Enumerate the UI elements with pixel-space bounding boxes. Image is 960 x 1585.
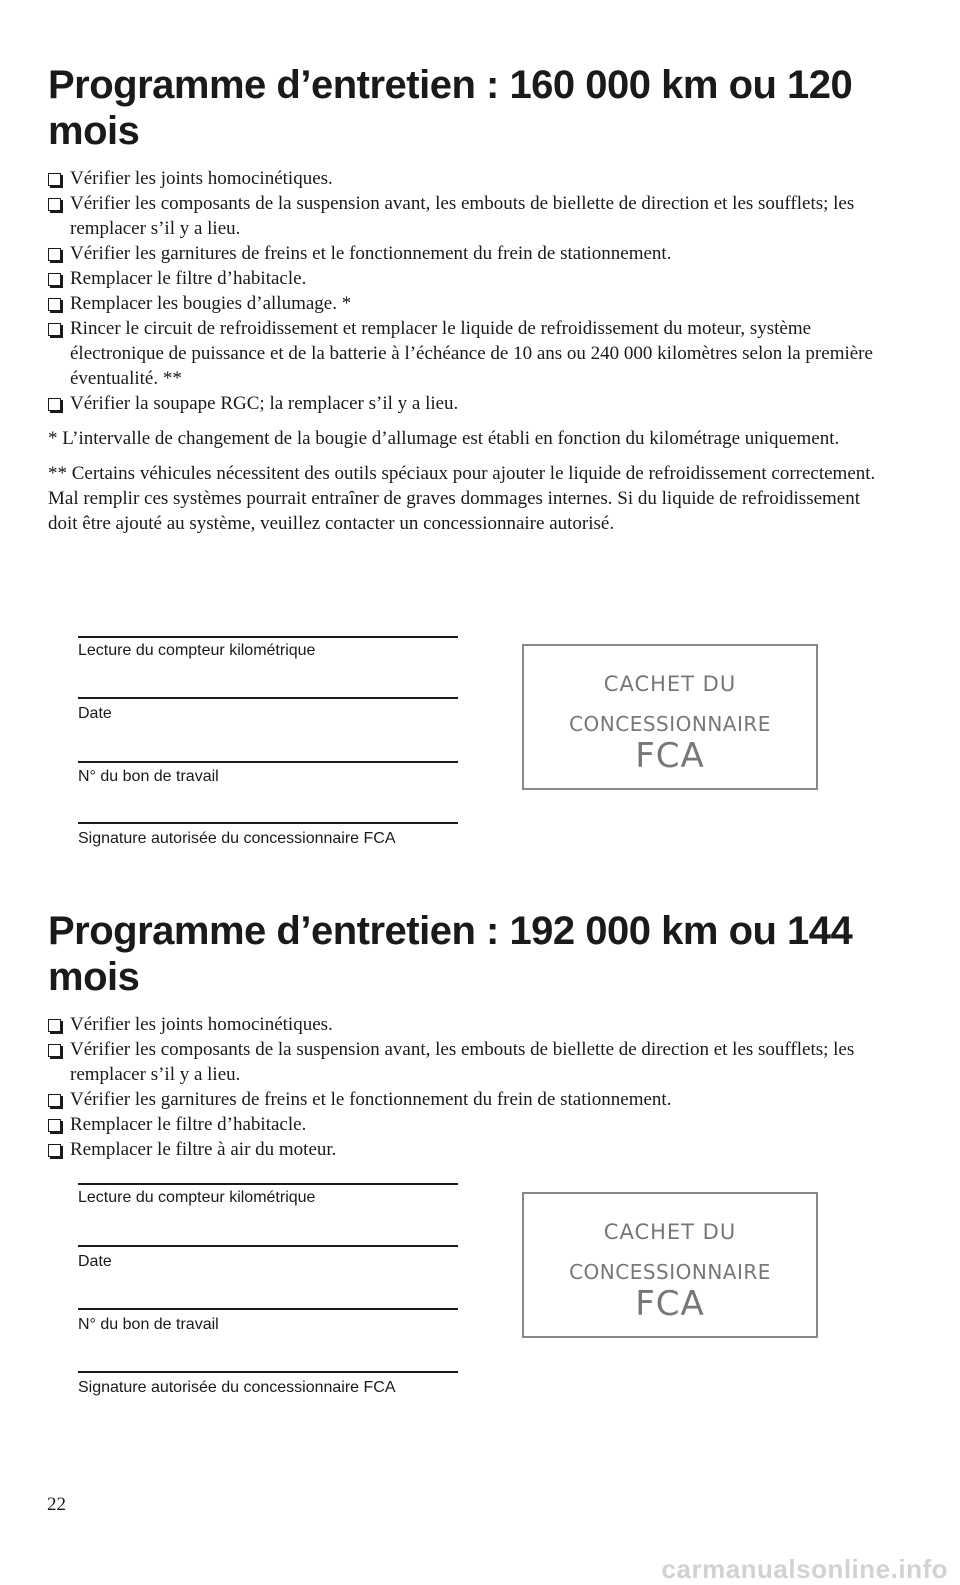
date-label: Date	[78, 705, 112, 722]
section-title: Programme d’entretien : 160 000 km ou 12…	[48, 63, 853, 153]
checkbox-icon[interactable]	[48, 198, 61, 211]
maintenance-section-192000: Programme d’entretien : 192 000 km ou 14…	[48, 908, 888, 1162]
checkbox-icon[interactable]	[48, 1019, 61, 1032]
checkbox-icon[interactable]	[48, 248, 61, 261]
checkbox-icon[interactable]	[48, 1044, 61, 1057]
checklist-item-text: Remplacer le filtre à air du moteur.	[70, 1139, 337, 1160]
stamp-line-1: CACHET DU	[603, 1220, 737, 1244]
checklist-item-text: Vérifier les joints homocinétiques.	[70, 168, 333, 189]
odometer-label: Lecture du compteur kilométrique	[78, 642, 316, 659]
checklist-item-text: Remplacer les bougies d’allumage. *	[70, 293, 352, 314]
checklist-item: Vérifier les composants de la suspension…	[48, 1037, 888, 1087]
checkbox-icon[interactable]	[48, 1119, 61, 1132]
dealer-stamp-box: CACHET DU CONCESSIONNAIRE FCA	[522, 644, 818, 790]
signature-field[interactable]	[78, 1371, 458, 1373]
checkbox-icon[interactable]	[48, 273, 61, 286]
checklist-item-text: Vérifier les joints homocinétiques.	[70, 1014, 333, 1035]
checklist-item: Remplacer le filtre d’habitacle.	[48, 1112, 888, 1137]
checkbox-icon[interactable]	[48, 298, 61, 311]
checkbox-icon[interactable]	[48, 323, 61, 336]
checkbox-icon[interactable]	[48, 1094, 61, 1107]
checklist-item: Vérifier les composants de la suspension…	[48, 191, 888, 241]
checklist-item-text: Vérifier les composants de la suspension…	[70, 193, 855, 239]
odometer-field[interactable]	[78, 636, 458, 638]
checklist-item-text: Vérifier les garnitures de freins et le …	[70, 1089, 672, 1110]
signature-label: Signature autorisée du concessionnaire F…	[78, 830, 396, 847]
footnote-spark-plug: * L’intervalle de changement de la bougi…	[48, 428, 840, 449]
signature-label: Signature autorisée du concessionnaire F…	[78, 1379, 396, 1396]
maintenance-checklist: Vérifier les joints homocinétiques. Véri…	[48, 166, 888, 416]
checklist-item: Remplacer le filtre d’habitacle.	[48, 266, 888, 291]
date-field[interactable]	[78, 1245, 458, 1247]
maintenance-checklist: Vérifier les joints homocinétiques. Véri…	[48, 1012, 888, 1162]
checklist-item-text: Remplacer le filtre d’habitacle.	[70, 1114, 307, 1135]
page-number: 22	[47, 1494, 66, 1515]
work-order-label: N° du bon de travail	[78, 1316, 219, 1333]
date-field[interactable]	[78, 697, 458, 699]
checklist-item: Rincer le circuit de refroidissement et …	[48, 316, 888, 391]
work-order-field[interactable]	[78, 1308, 458, 1310]
checklist-item-text: Vérifier les garnitures de freins et le …	[70, 243, 672, 264]
checklist-item-text: Vérifier la soupape RGC; la remplacer s’…	[70, 393, 459, 414]
stamp-line-2: CONCESSIONNAIRE	[569, 712, 771, 736]
section-title: Programme d’entretien : 192 000 km ou 14…	[48, 909, 853, 999]
stamp-line-1: CACHET DU	[603, 672, 737, 696]
odometer-label: Lecture du compteur kilométrique	[78, 1189, 316, 1206]
signature-field[interactable]	[78, 822, 458, 824]
checklist-item: Vérifier les joints homocinétiques.	[48, 1012, 888, 1037]
checkbox-icon[interactable]	[48, 1144, 61, 1157]
work-order-field[interactable]	[78, 761, 458, 763]
odometer-field[interactable]	[78, 1183, 458, 1185]
checklist-item: Remplacer le filtre à air du moteur.	[48, 1137, 888, 1162]
checklist-item-text: Rincer le circuit de refroidissement et …	[70, 318, 873, 389]
stamp-line-3: FCA	[635, 736, 705, 776]
stamp-line-2: CONCESSIONNAIRE	[569, 1260, 771, 1284]
checklist-item: Vérifier la soupape RGC; la remplacer s’…	[48, 391, 888, 416]
work-order-label: N° du bon de travail	[78, 768, 219, 785]
maintenance-section-160000: Programme d’entretien : 160 000 km ou 12…	[48, 62, 888, 536]
footnote-coolant: ** Certains véhicules nécessitent des ou…	[48, 463, 876, 534]
checklist-item: Vérifier les garnitures de freins et le …	[48, 241, 888, 266]
checkbox-icon[interactable]	[48, 398, 61, 411]
dealer-stamp-box: CACHET DU CONCESSIONNAIRE FCA	[522, 1192, 818, 1338]
checklist-item: Remplacer les bougies d’allumage. *	[48, 291, 888, 316]
checklist-item-text: Vérifier les composants de la suspension…	[70, 1039, 855, 1085]
dealer-record-form-1: Lecture du compteur kilométrique Date N°…	[78, 636, 458, 856]
checklist-item-text: Remplacer le filtre d’habitacle.	[70, 268, 307, 289]
checklist-item: Vérifier les garnitures de freins et le …	[48, 1087, 888, 1112]
dealer-record-form-2: Lecture du compteur kilométrique Date N°…	[78, 1183, 458, 1403]
checklist-item: Vérifier les joints homocinétiques.	[48, 166, 888, 191]
watermark: carmanualsonline.info	[661, 1554, 948, 1584]
date-label: Date	[78, 1253, 112, 1270]
checkbox-icon[interactable]	[48, 173, 61, 186]
stamp-line-3: FCA	[635, 1284, 705, 1324]
